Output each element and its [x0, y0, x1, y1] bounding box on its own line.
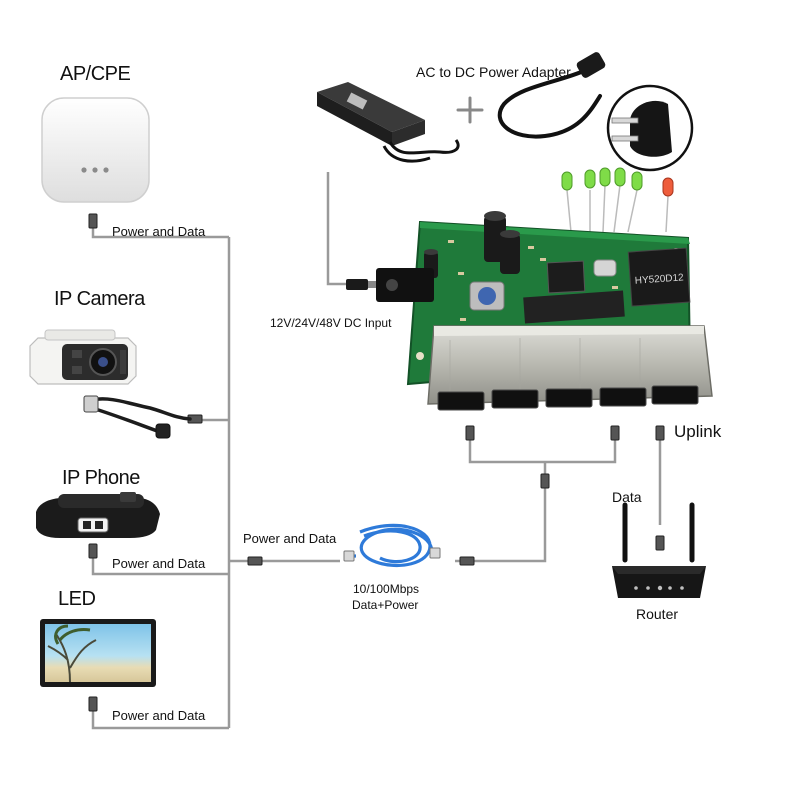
- plug-join: [540, 473, 550, 489]
- led-2: [584, 169, 596, 189]
- rj45-port-3: [545, 388, 593, 408]
- rj45-port-uplink: [651, 385, 699, 405]
- led-power-data-label: Power and Data: [112, 708, 206, 723]
- plug-port-4: [610, 425, 620, 441]
- adapter-label: AC to DC Power Adapter: [416, 64, 571, 80]
- port-join-line: [468, 440, 617, 464]
- cable-payload-label: Data+Power: [352, 598, 419, 612]
- led-red: [662, 177, 674, 197]
- rj45-port-2: [491, 389, 539, 409]
- dc-input-label: 12V/24V/48V DC Input: [270, 316, 392, 330]
- ip-camera-device: [29, 329, 137, 385]
- plug-center-a: [247, 556, 263, 566]
- dc-plug: [346, 279, 376, 290]
- plug-center-b: [459, 556, 475, 566]
- ip-phone-title: IP Phone: [62, 467, 140, 489]
- status-leds: [561, 167, 674, 233]
- uplink-label: Uplink: [674, 422, 722, 441]
- plus-sign: [456, 96, 484, 124]
- mounting-hole: [416, 352, 424, 360]
- dc-input-line: [326, 172, 348, 286]
- rj45-port-block: [427, 325, 713, 411]
- plug-led: [88, 696, 98, 712]
- ap-cpe-title: AP/CPE: [60, 63, 131, 85]
- router-label: Router: [636, 606, 679, 622]
- plug-phone: [88, 543, 98, 559]
- led-1: [561, 171, 573, 191]
- router-device: [612, 502, 706, 598]
- rj45-port-1: [437, 391, 485, 411]
- chip-marking: HY520D12: [634, 272, 684, 286]
- ac-cord: [497, 52, 606, 139]
- led-title: LED: [58, 588, 96, 610]
- led-monitor-device: [40, 619, 156, 687]
- rj45-plug-markers: [88, 213, 665, 712]
- plug-ap: [88, 213, 98, 229]
- phone-power-data-label: Power and Data: [112, 556, 206, 571]
- power-adapter-brick: [317, 82, 460, 163]
- led-3: [599, 167, 611, 187]
- poe-splitter-cable: [83, 395, 192, 439]
- led-5: [631, 171, 643, 191]
- ac-plug-inset: [606, 84, 694, 172]
- ap-cpe-device: [41, 97, 150, 203]
- center-power-data-label: Power and Data: [243, 531, 337, 546]
- cable-speed-label: 10/100Mbps: [353, 582, 420, 596]
- plug-router: [655, 535, 665, 551]
- plug-port-1: [465, 425, 475, 441]
- led-4: [614, 167, 626, 187]
- plug-uplink: [655, 425, 665, 441]
- ethernet-cable: [343, 523, 441, 568]
- rj45-port-4: [599, 387, 647, 407]
- data-label: Data: [612, 489, 642, 505]
- ap-power-data-label: Power and Data: [112, 224, 206, 239]
- ip-phone-device: [36, 492, 160, 538]
- ip-camera-title: IP Camera: [54, 288, 145, 310]
- cable-to-switch-line: [455, 462, 547, 563]
